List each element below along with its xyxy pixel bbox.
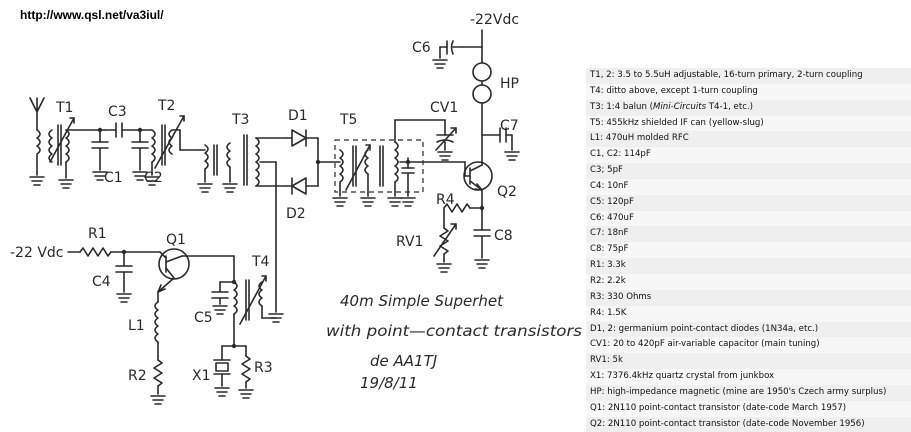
label-t3: T3	[231, 112, 249, 128]
parts-list-item: Q2: 2N110 point-contact transistor (date…	[586, 416, 911, 432]
parts-list-item: R1: 3.3k	[586, 258, 911, 274]
parts-list-item: RV1: 5k	[586, 353, 911, 370]
label-r2: R2	[128, 368, 147, 384]
parts-list-item: T1, 2: 3.5 to 5.5uH adjustable, 16-turn …	[586, 68, 911, 84]
transformer-t3	[197, 134, 287, 313]
schematic-author: de AA1TJ	[370, 352, 437, 370]
parts-list-item: R2: 2.2k	[586, 273, 911, 290]
label-r1: R1	[88, 226, 107, 242]
transformer-t4	[233, 255, 284, 347]
schematic-date: 19/8/11	[360, 374, 418, 392]
label-x1: X1	[192, 368, 211, 384]
label-t2: T2	[157, 98, 175, 114]
capacitor-c5	[211, 281, 235, 315]
capacitor-c1	[91, 129, 109, 181]
label-hp: HP	[500, 76, 519, 92]
label-cv1: CV1	[430, 100, 458, 116]
parts-list-item: R4: 1.5K	[586, 305, 911, 322]
supply-top-label: -22Vdc	[470, 12, 519, 28]
parts-list-item: HP: high-impedance magnetic (mine are 19…	[586, 384, 911, 401]
schematic-title-line1: 40m Simple Superhet	[340, 292, 504, 310]
transformer-t1	[48, 117, 106, 189]
resistor-r2	[150, 355, 166, 405]
label-c8: C8	[494, 228, 513, 244]
parts-list-item: C3; 5pF	[586, 163, 911, 179]
label-c7: C7	[500, 118, 519, 134]
parts-list-item: C6: 470uF	[586, 210, 911, 227]
capacitor-c2	[131, 129, 149, 181]
source-url[interactable]: http://www.qsl.net/va3iul/	[20, 8, 164, 22]
t5-shield-can	[334, 139, 424, 193]
label-q2: Q2	[497, 184, 517, 200]
transistor-q1	[157, 248, 235, 293]
parts-list-item: Q1: 2N110 point-contact transistor (date…	[586, 400, 911, 417]
label-c1: C1	[104, 170, 123, 186]
diode-d1	[285, 129, 319, 187]
parts-list-item: T4: ditto above, except 1-turn coupling	[586, 83, 911, 100]
capacitor-c8	[473, 207, 491, 269]
label-rv1: RV1	[396, 234, 423, 250]
antenna	[29, 97, 45, 186]
capacitor-c3	[104, 122, 141, 138]
label-t5: T5	[339, 112, 357, 128]
parts-list-item: D1, 2: germanium point-contact diodes (1…	[586, 321, 911, 338]
transistor-q2	[463, 161, 493, 209]
schematic-diagram: -22Vdc C6 HP CV1 C7 T1 C3 T2 T3 D1 T5 C1…	[10, 12, 582, 405]
resistor-r4	[443, 203, 483, 226]
label-c2: C2	[144, 170, 163, 186]
parts-list-item: C8: 75pF	[586, 242, 911, 259]
label-c5: C5	[194, 310, 213, 326]
parts-list-item: L1: 470uH molded RFC	[586, 131, 911, 148]
diode-d2	[285, 177, 319, 195]
schematic-title-line2: with point—contact transistors	[326, 322, 582, 340]
parts-list-item: C5: 120pF	[586, 194, 911, 211]
resistor-r1	[67, 247, 161, 257]
label-c4: C4	[92, 274, 111, 290]
capacitor-c7	[481, 127, 520, 161]
parts-list-item: C4: 10nF	[586, 178, 911, 195]
label-r3: R3	[254, 360, 273, 376]
supply-top-rail	[432, 29, 483, 69]
label-c6: C6	[412, 40, 431, 56]
transformer-t2	[139, 115, 201, 186]
parts-list-item: T5: 455kHz shielded IF can (yellow-slug)	[586, 115, 911, 132]
potentiometer-rv1	[433, 223, 457, 273]
parts-list-item: C1, C2: 114pF	[586, 147, 911, 164]
headphones-hp	[472, 62, 492, 166]
label-d1: D1	[288, 108, 308, 124]
label-d2: D2	[286, 206, 306, 222]
label-t1: T1	[55, 100, 73, 116]
transformer-t5	[317, 119, 466, 207]
label-c3: C3	[108, 104, 127, 120]
resistor-r3	[233, 345, 254, 399]
parts-list-item: X1: 7376.4kHz quartz crystal from junkbo…	[586, 369, 911, 385]
parts-list-item: R3: 330 Ohms	[586, 289, 911, 306]
parts-list: T1, 2: 3.5 to 5.5uH adjustable, 16-turn …	[586, 68, 911, 432]
parts-list-item: C7: 18nF	[586, 226, 911, 243]
supply-left-label: -22 Vdc	[10, 245, 63, 261]
parts-list-item: T3: 1:4 balun (Mini-Circuits T4-1, etc.)	[586, 99, 911, 116]
label-q1: Q1	[166, 232, 186, 248]
label-r4: R4	[436, 192, 455, 208]
parts-list-item: CV1: 20 to 420pF air-variable capacitor …	[586, 337, 911, 354]
capacitor-c4	[115, 251, 133, 303]
crystal-x1	[213, 345, 235, 397]
variable-capacitor-cv1	[435, 119, 457, 161]
label-l1: L1	[128, 318, 145, 334]
label-t4: T4	[251, 254, 270, 270]
inductor-l1	[154, 291, 159, 357]
